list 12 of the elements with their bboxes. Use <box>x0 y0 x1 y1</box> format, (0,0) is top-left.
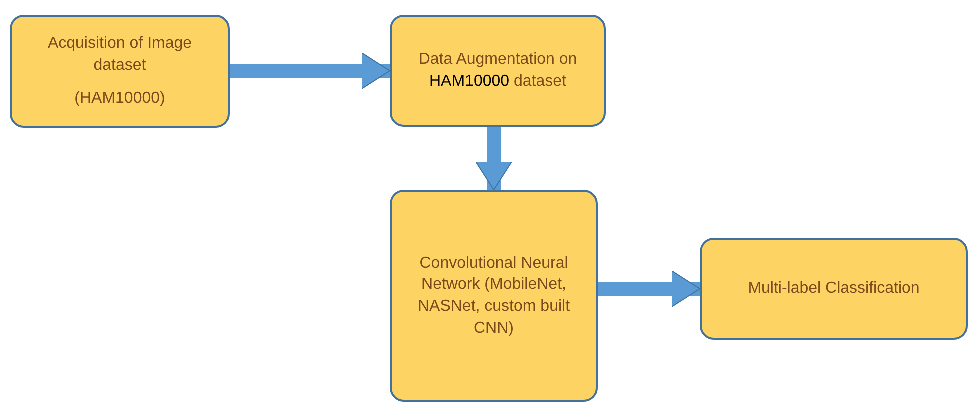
arrow <box>476 127 512 190</box>
box-text: Data Augmentation on HAM10000 dataset <box>418 50 578 92</box>
box-text: Acquisition of Image dataset <box>46 34 194 76</box>
arrow <box>598 270 700 308</box>
process-box <box>390 15 606 127</box>
box-text: Multi-label Classification <box>748 279 920 300</box>
box-text: Convolutional Neural Network (MobileNet, NASNet, custom built CNN) <box>416 254 572 339</box>
box-text: (HAM10000) <box>74 89 166 110</box>
process-box <box>700 238 968 340</box>
process-box <box>390 190 598 402</box>
process-box <box>10 15 230 128</box>
arrow <box>230 52 390 90</box>
